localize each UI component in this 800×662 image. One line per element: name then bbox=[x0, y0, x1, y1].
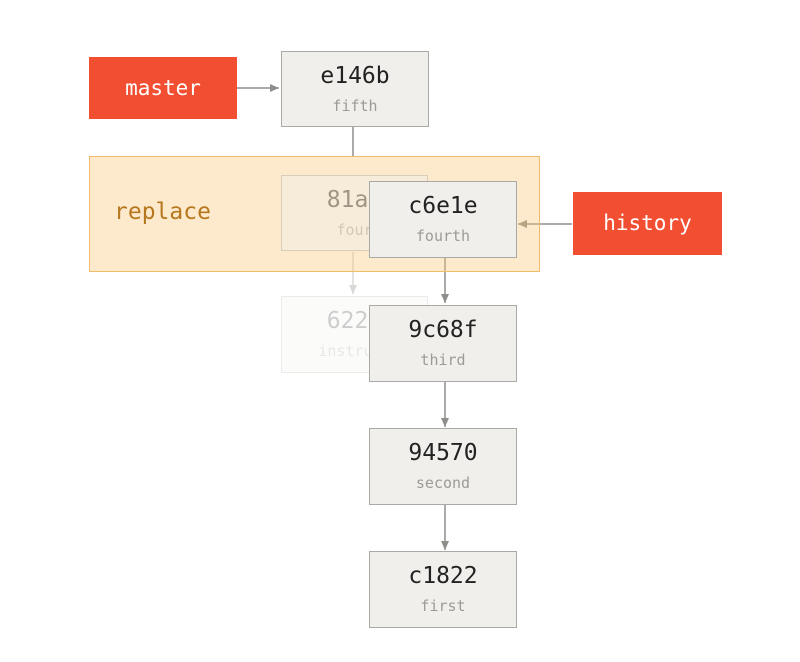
commit-message: four bbox=[336, 221, 373, 239]
ref-master: master bbox=[89, 57, 237, 119]
commit-sha: 9c68f bbox=[408, 317, 478, 343]
commit-message: third bbox=[420, 351, 466, 369]
commit-message: fifth bbox=[332, 97, 378, 115]
commit-message: first bbox=[420, 597, 466, 615]
commit-sha: c1822 bbox=[408, 563, 478, 589]
commit-94570: 94570 second bbox=[369, 428, 517, 505]
commit-sha: c6e1e bbox=[408, 193, 478, 219]
commit-e146b: e146b fifth bbox=[281, 51, 429, 127]
commit-c6e1e: c6e1e fourth bbox=[369, 181, 517, 258]
commit-c1822: c1822 first bbox=[369, 551, 517, 628]
commit-sha: e146b bbox=[320, 63, 390, 89]
commit-sha: 94570 bbox=[408, 440, 478, 466]
commit-message: fourth bbox=[415, 227, 471, 245]
ref-history: history bbox=[573, 192, 722, 255]
commit-message: second bbox=[415, 474, 471, 492]
replace-label: replace bbox=[114, 199, 211, 225]
commit-9c68f: 9c68f third bbox=[369, 305, 517, 382]
